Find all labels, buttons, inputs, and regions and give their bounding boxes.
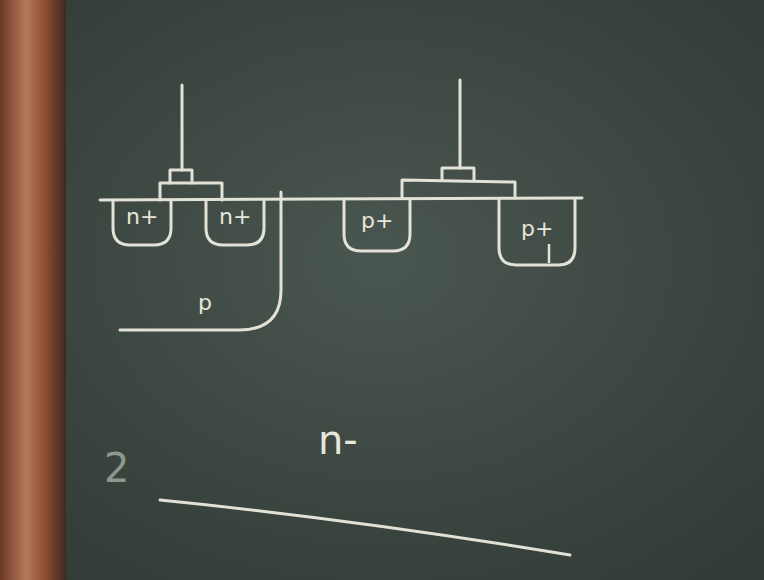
gate-oxide xyxy=(402,180,515,198)
region-label: p+ xyxy=(521,218,553,240)
region-label: n+ xyxy=(126,206,158,228)
gate-electrode xyxy=(442,168,474,180)
callout-number: 2 xyxy=(104,448,129,488)
region-label: n+ xyxy=(219,206,251,228)
region-label: p xyxy=(198,292,212,314)
p-plus-diffusion: p+ xyxy=(498,200,576,266)
gate-oxide xyxy=(160,183,222,200)
substrate-label: n- xyxy=(318,420,358,460)
gate-lead xyxy=(459,80,462,168)
region-label: p+ xyxy=(361,210,393,232)
p-plus-diffusion: p+ xyxy=(343,200,411,252)
substrate-bottom xyxy=(160,500,570,555)
gate-lead xyxy=(181,85,184,170)
n-plus-diffusion: n+ xyxy=(205,200,265,246)
n-plus-diffusion: n+ xyxy=(112,200,172,246)
p-well: p n+ n+ xyxy=(105,200,285,332)
board-frame xyxy=(0,0,66,580)
gate-electrode xyxy=(170,170,192,183)
